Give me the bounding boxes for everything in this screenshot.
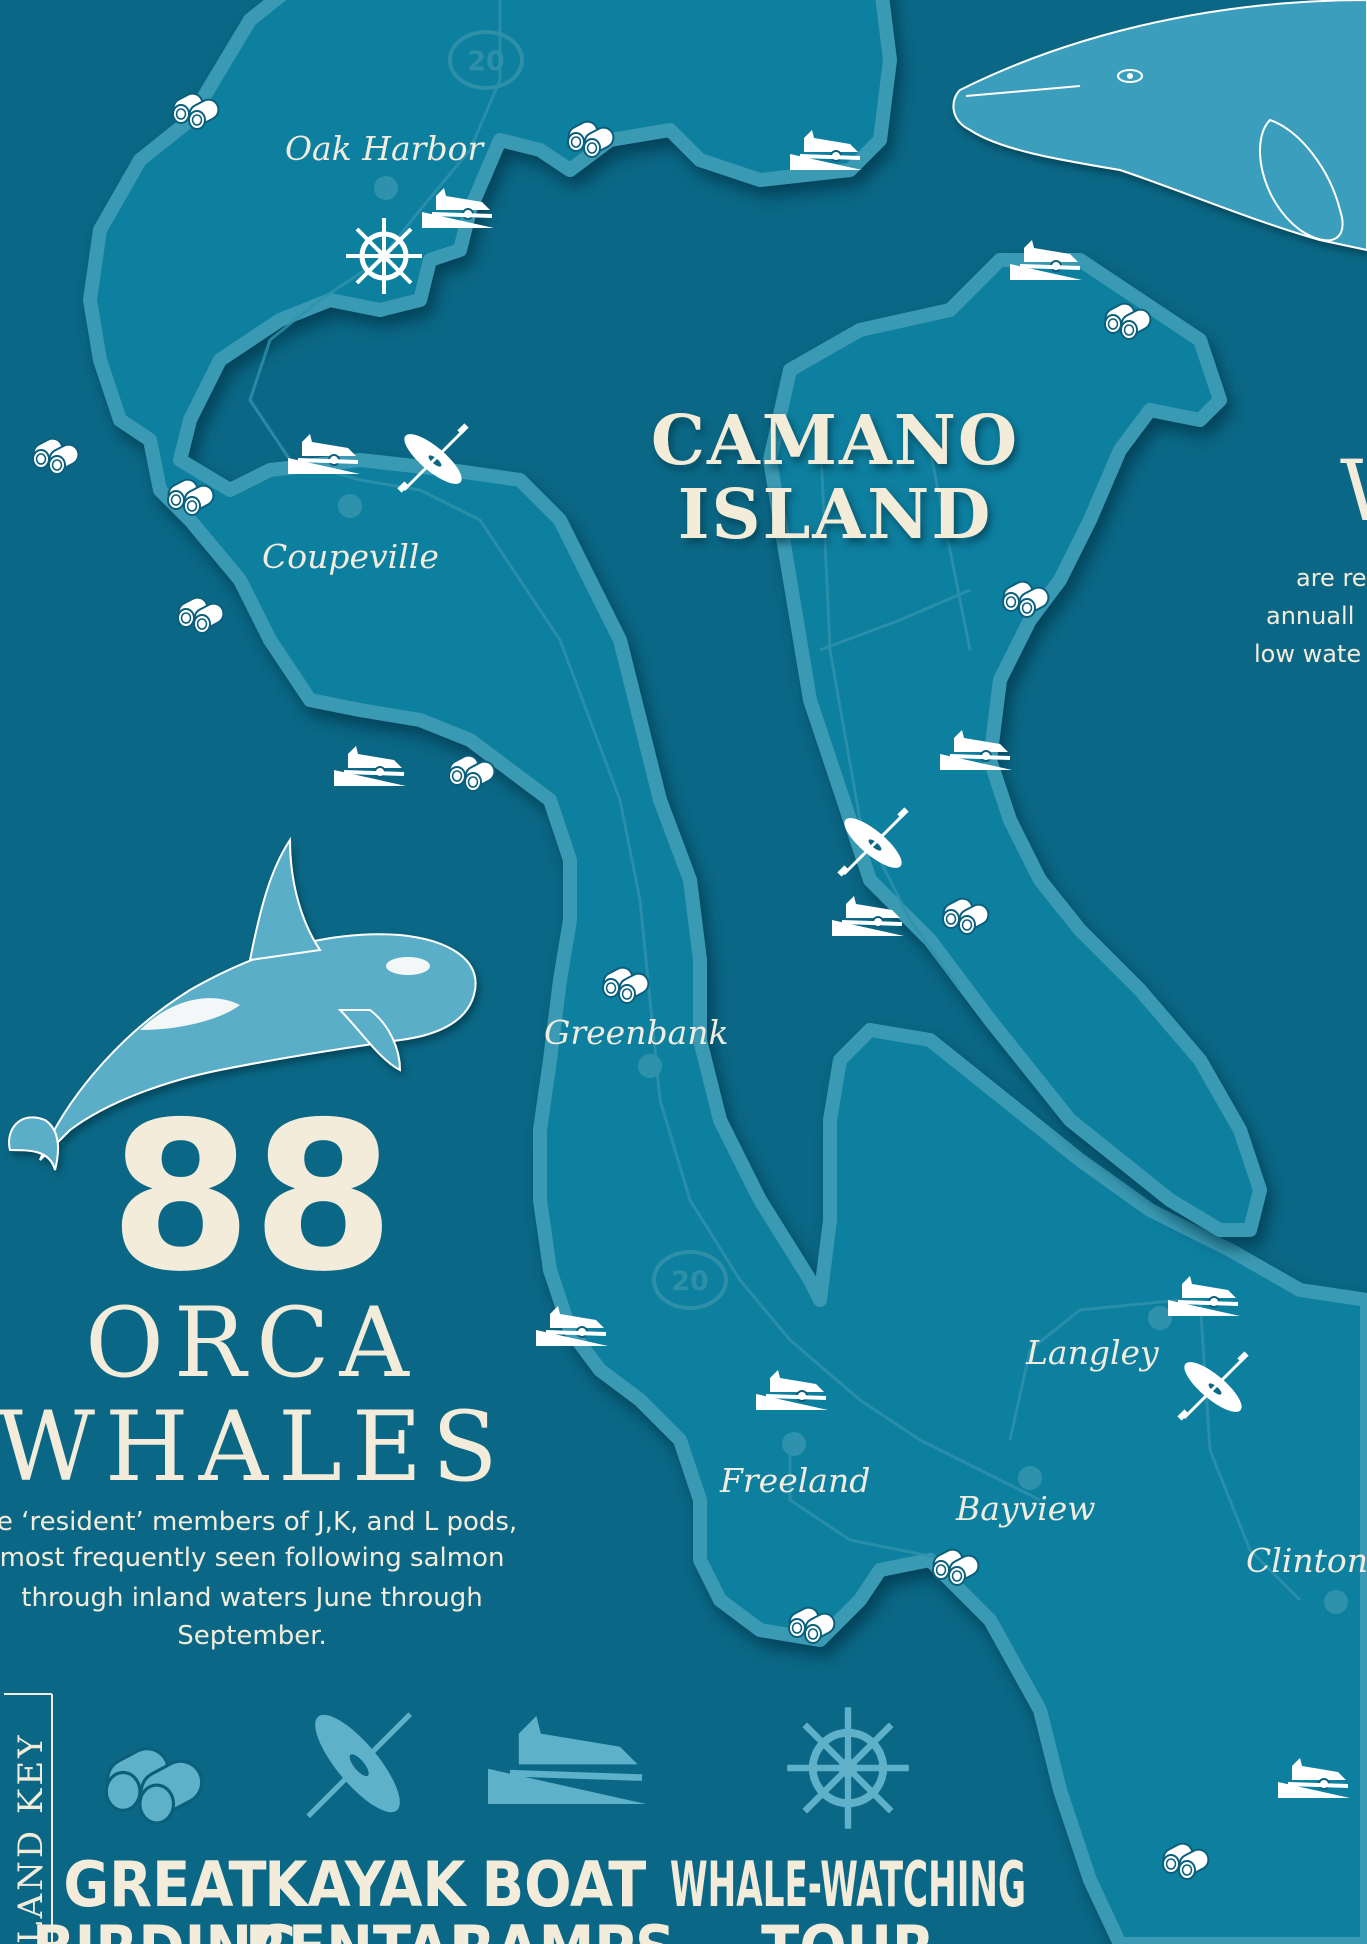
highway-number: 20 [467,46,505,77]
key-label-birding-line2: BIRDING [32,1912,298,1944]
highway-number: 20 [671,1266,709,1297]
key-label-whale-watching-line1: WHALE-WATCHING [670,1848,1026,1921]
town-label-langley: Langley [1025,1333,1159,1372]
town-dots [338,176,1348,1614]
gray-whale-title-fragment: W [1340,442,1367,540]
gray-whale-illustration [952,0,1367,252]
orca-desc-line2: most frequently seen following salmon [0,1543,504,1573]
map-key: LAND KEY G [4,1693,1026,1944]
binoculars-icon [104,1747,204,1825]
camano-title-line1: CAMANO [651,401,1019,481]
town-label-freeland: Freeland [719,1461,870,1500]
orca-desc-line4: September. [177,1621,327,1651]
highway-20-north: 20 [448,30,524,90]
gray-whale-desc-line3: low wate [1254,640,1361,668]
ship-wheel-icon [346,218,422,294]
highway-20-south: 20 [652,1250,728,1310]
ship-wheel-icon [787,1707,909,1829]
key-label-whale-watching-line2: TOUR [761,1912,935,1944]
camano-island [763,253,1267,1237]
town-label-clinton: Clinton [1246,1541,1367,1580]
key-label-ramps-line2: RAMPS [453,1912,676,1944]
key-label-birding-line1: GREAT [63,1848,266,1921]
key-label-kayak-line1: KAYAK [264,1848,467,1921]
town-label-coupeville: Coupeville [262,537,439,576]
orca-illustration [8,836,477,1171]
orca-count: 88 [109,1079,394,1317]
town-label-oak-harbor: Oak Harbor [285,129,485,168]
orca-title-line2: WHALES [0,1391,508,1503]
town-label-bayview: Bayview [955,1489,1096,1528]
key-label-kayak-line2: RENTAL [245,1912,485,1944]
kayak-icon [306,1712,413,1819]
orca-desc-line3: through inland waters June through [21,1583,482,1613]
orca-title-line1: ORCA [85,1287,419,1399]
orca-desc-line1: re ‘resident’ members of J,K, and L pods… [0,1507,517,1537]
gray-whale-desc-line1: are re [1296,564,1367,592]
roads [248,0,1302,1602]
key-title: LAND KEY [11,1732,51,1944]
gray-whale-desc-line2: annuall [1266,602,1354,630]
key-label-ramps-line1: BOAT [482,1848,647,1921]
town-label-greenbank: Greenbank [544,1013,729,1052]
camano-title-line2: ISLAND [678,475,993,555]
